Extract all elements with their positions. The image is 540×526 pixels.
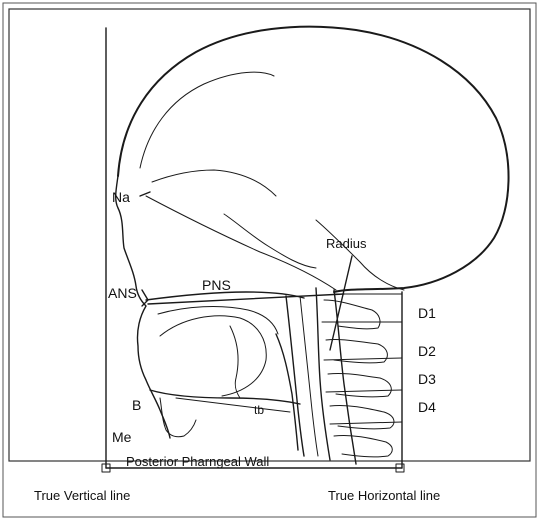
facial-profile <box>116 176 170 438</box>
label-true-vertical-line: True Vertical line <box>34 488 130 503</box>
vertebra-c2 <box>324 300 380 329</box>
sphenoid-contour <box>224 214 316 268</box>
mandible-inner-contour <box>230 326 240 398</box>
label-tb: tb <box>254 403 264 417</box>
d2-measure-line <box>324 358 402 360</box>
mandible-ramus <box>276 334 298 450</box>
cranial-base-line <box>146 196 336 290</box>
skull-outline <box>118 27 509 292</box>
tongue-contour <box>160 316 266 396</box>
chin-contour <box>160 398 196 437</box>
label-posterior-pharyngeal-wall: Posterior Pharngeal Wall <box>126 454 269 469</box>
cranial-inner-contour <box>140 72 274 168</box>
label-me: Me <box>112 429 132 445</box>
figure-border <box>9 9 530 461</box>
vertebra-c5 <box>330 405 394 428</box>
radius-line <box>330 256 352 350</box>
pharyngeal-airway-line <box>300 296 318 456</box>
maxilla-contour <box>158 307 278 334</box>
vertebra-c6 <box>334 435 392 456</box>
label-ans: ANS <box>108 285 137 301</box>
label-true-horizontal-line: True Horizontal line <box>328 488 440 503</box>
orbit-contour <box>152 170 276 196</box>
outer-frame <box>3 3 536 517</box>
label-pns: PNS <box>202 277 231 293</box>
label-d4: D4 <box>418 399 436 415</box>
vertebra-c4 <box>328 373 391 396</box>
label-d2: D2 <box>418 343 436 359</box>
palate-contour <box>146 292 304 300</box>
label-d1: D1 <box>418 305 436 321</box>
na-point-marker <box>140 192 150 196</box>
label-radius: Radius <box>326 236 367 251</box>
d4-measure-line <box>330 422 402 424</box>
label-d3: D3 <box>418 371 436 387</box>
label-na: Na <box>112 189 130 205</box>
mandible-contour <box>150 390 300 404</box>
occipital-contour <box>316 220 404 290</box>
palatal-plane-line <box>148 294 344 304</box>
label-b: B <box>132 397 141 413</box>
